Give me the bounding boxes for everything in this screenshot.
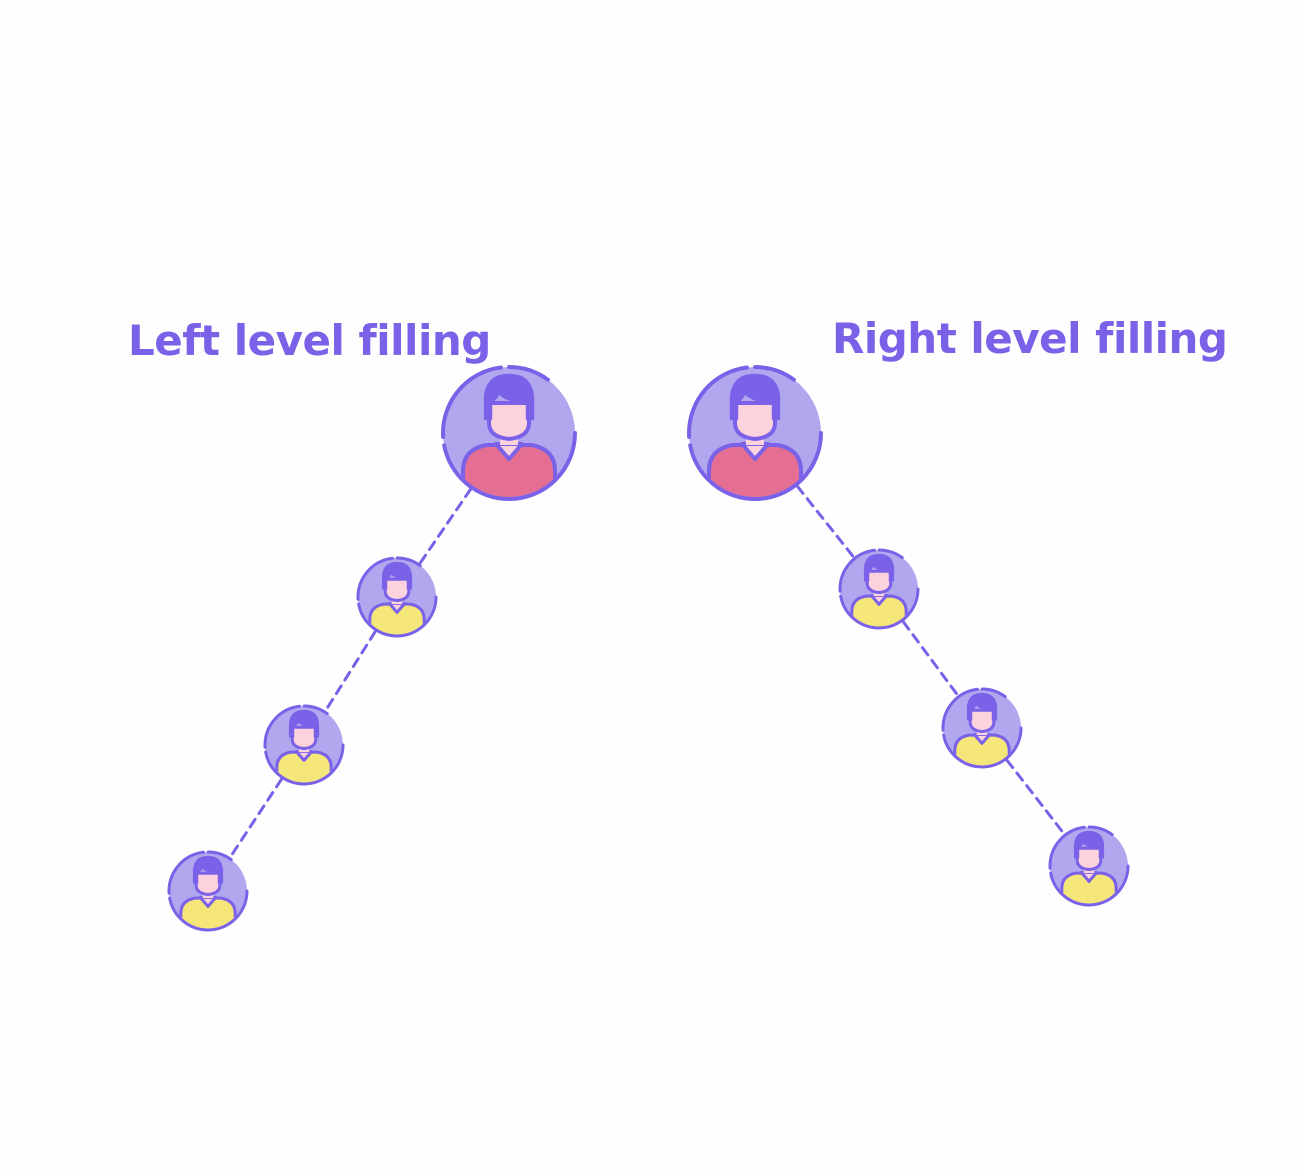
- edge-right-child-1-to-right-child-2: [901, 620, 960, 697]
- person-avatar-icon: [850, 553, 908, 627]
- edges: [229, 484, 1066, 859]
- person-avatar-icon: [1060, 830, 1118, 904]
- right-child-2-node: [941, 687, 1023, 769]
- right-child-2-outline: [941, 687, 1023, 769]
- right-root-outline: [687, 365, 823, 501]
- right-root-node: [687, 365, 823, 501]
- left-root-outline: [441, 365, 577, 501]
- person-avatar-icon: [368, 561, 426, 635]
- nodes: [167, 365, 1130, 932]
- edge-left-child-1-to-left-child-2: [324, 630, 377, 712]
- left-child-1-outline: [356, 556, 438, 638]
- left-child-3-node: [167, 850, 249, 932]
- left-child-1-node: [356, 556, 438, 638]
- right-child-1-node: [838, 548, 920, 630]
- edge-right-root-to-right-child-1: [795, 484, 855, 559]
- right-child-3-node: [1048, 825, 1130, 907]
- left-child-3-outline: [167, 850, 249, 932]
- right-child-3-outline: [1048, 825, 1130, 907]
- edge-left-child-2-to-left-child-3: [229, 777, 283, 859]
- left-root-node: [441, 365, 577, 501]
- right-child-1-outline: [838, 548, 920, 630]
- person-avatar-icon: [275, 709, 333, 783]
- person-avatar-icon: [179, 855, 237, 929]
- left-level-filling-title: Left level filling: [128, 316, 491, 365]
- left-child-2-outline: [263, 704, 345, 786]
- edge-left-root-to-left-child-1: [418, 487, 473, 565]
- edge-right-child-2-to-right-child-3: [1005, 758, 1066, 836]
- right-level-filling-title: Right level filling: [832, 314, 1228, 363]
- person-avatar-icon: [953, 692, 1011, 766]
- left-child-2-node: [263, 704, 345, 786]
